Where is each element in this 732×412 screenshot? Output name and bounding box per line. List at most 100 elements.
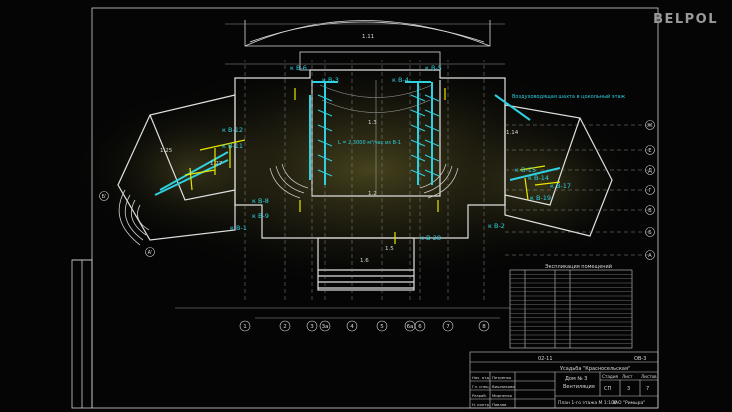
axis-column-6: 6 <box>414 320 426 332</box>
duct-tag: к В-2 <box>488 222 505 230</box>
axis-circle <box>346 320 358 332</box>
company-name: ЗАО "Римыра" <box>612 400 645 406</box>
stage-value: СП <box>604 386 611 392</box>
room-number: 1.5 <box>385 246 394 252</box>
role-label: Нач. отд. <box>472 375 490 380</box>
duct-tag: к В-12 <box>222 126 243 134</box>
axis-circle <box>645 250 655 260</box>
section-name: Вентиляция <box>563 384 595 390</box>
axis-column-2: 2 <box>279 320 291 332</box>
axis-column-5: 5 <box>376 320 388 332</box>
signer-name: Мирненко <box>492 393 513 398</box>
axis-label: Д <box>648 168 652 174</box>
axis-row-В: В <box>645 205 655 215</box>
axis-circle <box>279 320 291 332</box>
room-number: 1.3 <box>368 120 377 126</box>
axis-label: 5 <box>380 324 384 330</box>
room-number: 1.6 <box>360 258 369 264</box>
axis-label: 3 <box>310 324 314 330</box>
axis-label: 6 <box>418 324 422 330</box>
annotation-labels: Воздуховодящая шахта в цокольный этаж L … <box>338 93 626 146</box>
duct-tag: к В-28 <box>420 234 441 242</box>
axis-circle <box>645 165 655 175</box>
vent-grilles <box>317 94 440 177</box>
axis-column-6a: 6a <box>404 320 416 332</box>
duct-tag: к В-19 <box>530 194 551 202</box>
duct-tag: к В-14 <box>528 174 549 182</box>
building-walls <box>117 69 613 291</box>
duct-tag: к В-17 <box>550 182 571 190</box>
axis-circle <box>414 320 426 332</box>
axis-circle <box>645 120 655 130</box>
axis-label: 3a <box>322 324 329 330</box>
axis-label: Е <box>648 148 651 154</box>
axis-label: 2 <box>283 324 287 330</box>
axis-label: 7 <box>446 324 450 330</box>
building-name: Дом № 3 <box>565 376 587 382</box>
vent-shaft-note: Воздуховодящая шахта в цокольный этаж <box>512 93 626 100</box>
schedule-rows <box>510 274 632 344</box>
sheet-value: 3 <box>627 386 630 392</box>
axis-row-Е: Е <box>645 145 655 155</box>
duct-tag-labels: к В-6 к В-3 к В-4 к В-5 к В-12 к В-11 к … <box>222 64 571 242</box>
role-label: Гл. спец. <box>472 384 490 389</box>
project-name: Усадьба "Красносельская" <box>560 366 630 372</box>
axis-circle <box>442 320 454 332</box>
duct-tag: к В-1 <box>230 224 247 232</box>
room-number: 1.27 <box>210 161 223 167</box>
axis-column-7: 7 <box>442 320 454 332</box>
axis-circle <box>478 320 490 332</box>
axis-row-markers: Ж Е Д Г В Б А Б' А' <box>99 120 655 260</box>
role-label: Н. контр. <box>472 402 490 407</box>
duct-tag: к В-15 <box>515 166 536 174</box>
room-number: 1.14 <box>506 130 519 136</box>
belpol-logo: BELPOL <box>653 12 718 27</box>
signer-name: Петренко <box>492 375 512 380</box>
axis-label: А <box>648 253 652 259</box>
axis-label: 6a <box>407 324 414 330</box>
vent-equipment <box>184 88 561 244</box>
title-block <box>469 351 659 409</box>
axis-circle <box>645 185 655 195</box>
axis-circle <box>376 320 388 332</box>
axis-column-1: 1 <box>239 320 251 332</box>
axis-row-Г: Г <box>645 185 655 195</box>
axis-row-А: А <box>645 250 655 260</box>
axis-circle <box>239 320 251 332</box>
document-code: 02-11 <box>538 356 553 362</box>
sheets-value: 7 <box>646 386 649 392</box>
role-label: Разраб. <box>472 393 487 398</box>
signer-name: Павлов <box>492 402 507 407</box>
duct-tag: к В-4 <box>392 76 409 84</box>
axis-label: Ж <box>647 123 653 129</box>
vent-ducts <box>154 81 561 196</box>
sheet-frame <box>71 7 659 409</box>
drawing-name: План 1-го этажа М 1:100 <box>558 400 617 406</box>
sheets-label: Листов <box>641 374 657 379</box>
room-number: 1.25 <box>160 148 173 154</box>
axis-label: Б' <box>102 194 107 200</box>
axis-row-Ж: Ж <box>645 120 655 130</box>
axis-circle <box>645 145 655 155</box>
axis-column-8: 8 <box>478 320 490 332</box>
duct-tag: к В-11 <box>222 142 243 150</box>
axis-label: Г <box>648 188 651 194</box>
axis-circle <box>645 205 655 215</box>
axis-column-3a: 3a <box>319 320 331 332</box>
room-number-labels: 1.11 1.3 1.2 1.25 1.27 1.14 1.5 1.6 <box>160 34 519 264</box>
axis-label: Б <box>648 230 652 236</box>
air-flow-note: L = 2 3000 м³/час из В-1 <box>338 140 401 146</box>
axis-circle <box>306 320 318 332</box>
axis-left-0: Б' <box>99 191 109 201</box>
axis-left-1: А' <box>145 247 155 257</box>
sheet-code: ОВ-3 <box>634 356 646 362</box>
duct-tag: к В-6 <box>290 64 307 72</box>
stage-label: Стадия <box>602 374 619 379</box>
axis-row-Б: Б <box>645 227 655 237</box>
sheet-label: Лист <box>622 374 633 379</box>
left-stair-bay <box>118 189 150 246</box>
axis-label: А' <box>148 250 153 256</box>
axis-label: В <box>648 208 652 214</box>
